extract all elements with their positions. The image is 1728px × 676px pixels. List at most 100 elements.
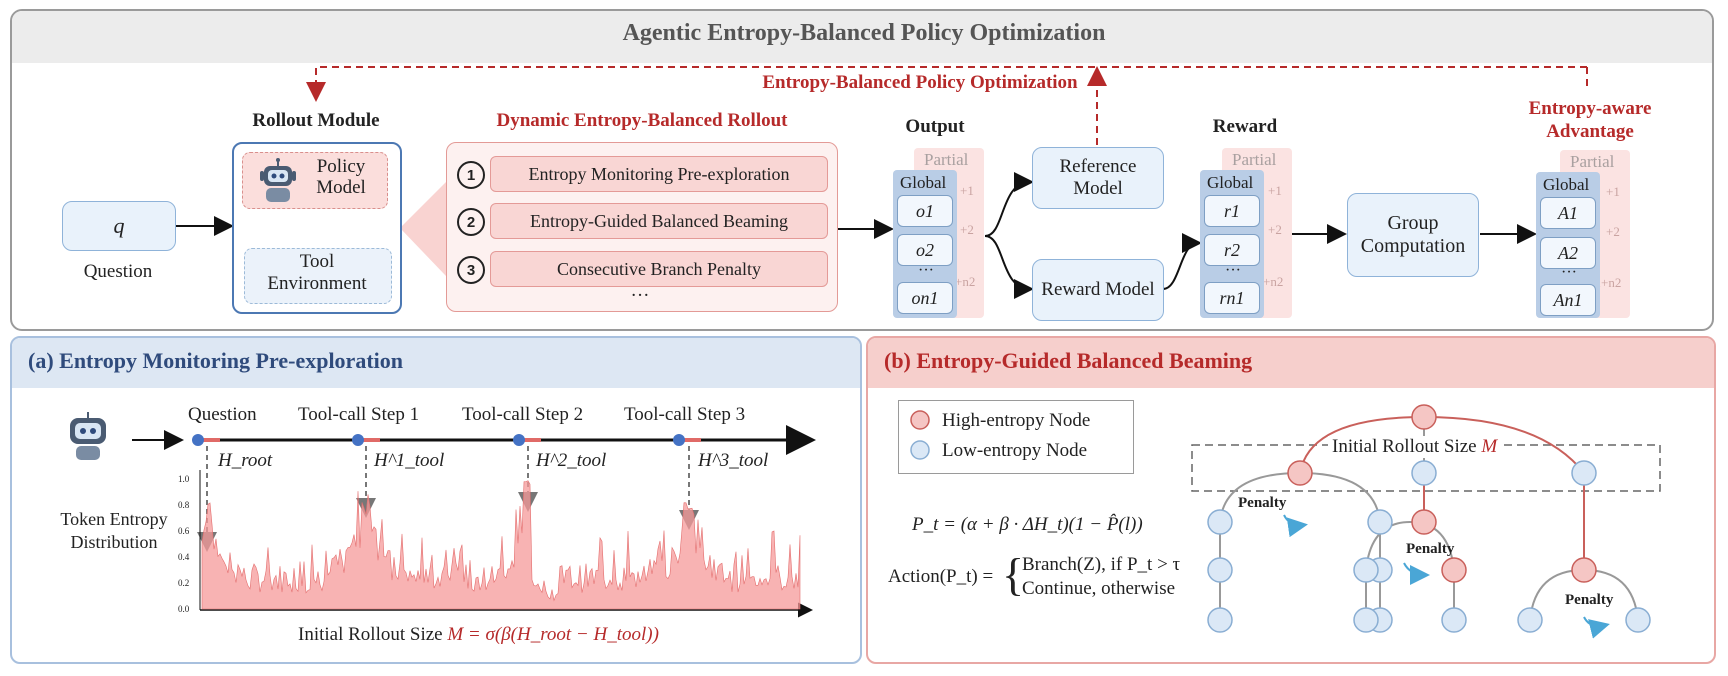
low-entropy-node <box>1207 557 1233 583</box>
high-entropy-node <box>1287 460 1313 486</box>
y-tick: 0.2 <box>178 578 190 588</box>
step-2-badge: 2 <box>457 208 485 236</box>
low-entropy-node <box>1441 607 1467 633</box>
advantage-partial: Partial <box>1570 152 1615 171</box>
reward-item: rn1 <box>1204 282 1260 314</box>
tree-nodes <box>1207 404 1651 633</box>
y-tick: 0.6 <box>178 526 190 536</box>
output-title: Output <box>905 116 965 137</box>
high-entropy-node <box>1411 509 1437 535</box>
y-tick: 0.4 <box>178 552 190 562</box>
low-entropy-node <box>1207 607 1233 633</box>
high-entropy-node <box>1441 557 1467 583</box>
faint-mark: +2 <box>1606 224 1620 239</box>
output-partial: Partial <box>924 150 969 169</box>
panel-b <box>866 336 1716 664</box>
legend-high-entropy: High-entropy Node <box>942 410 1091 431</box>
low-entropy-node <box>1207 509 1233 535</box>
faint-mark: +2 <box>960 222 974 237</box>
entropy-label-root: H_root <box>218 450 273 471</box>
feedback-line <box>306 66 1587 102</box>
question-label: Question <box>83 261 153 282</box>
action-case-continue: Continue, otherwise <box>1022 578 1176 599</box>
advantage-global: Global <box>1543 175 1590 194</box>
legend-low-entropy: Low-entropy Node <box>942 440 1088 461</box>
output-item: o2 <box>897 234 953 266</box>
low-entropy-node <box>1571 460 1597 486</box>
output-global: Global <box>900 173 947 192</box>
tool-environment-box <box>244 248 392 304</box>
low-entropy-node <box>1625 607 1651 633</box>
faint-mark: +1 <box>960 183 974 198</box>
output-item: on1 <box>897 282 953 314</box>
advantage-item-ellipsis: ··· <box>1561 264 1577 281</box>
debr-item-1: Entropy Monitoring Pre-exploration <box>490 156 828 192</box>
formula-prefix: Initial Rollout Size <box>298 624 443 645</box>
reward-model-box: Reward Model <box>1032 259 1164 321</box>
panel-b-title: (b) Entropy-Guided Balanced Beaming <box>884 348 1253 373</box>
advantage-item: A1 <box>1540 197 1596 229</box>
output-item-ellipsis: ··· <box>918 262 934 279</box>
formula-expression: M = σ(β(H_root − H_tool)) <box>447 624 659 645</box>
penalty-label: Penalty <box>1406 541 1455 557</box>
robot-icon <box>260 158 296 202</box>
step-label-tool-1: Tool-call Step 1 <box>298 404 420 425</box>
action-case-branch: Branch(Z), if P_t > τ <box>1022 554 1181 575</box>
debr-item-3: Consecutive Branch Penalty <box>490 251 828 287</box>
entropy-label-tool-2: H^2_tool <box>536 450 607 471</box>
ebpo-label: Entropy-Balanced Policy Optimization <box>762 72 1078 93</box>
entropy-area <box>201 480 801 610</box>
high-entropy-node-icon <box>910 410 930 430</box>
main-title: Agentic Entropy-Balanced Policy Optimiza… <box>622 20 1106 46</box>
entropy-label-tool-1: H^1_tool <box>374 450 445 471</box>
step-label-question: Question <box>188 404 257 425</box>
y-tick: 1.0 <box>178 474 190 484</box>
reward-item: r1 <box>1204 195 1260 227</box>
group-computation-box: Group Computation <box>1347 193 1479 277</box>
rollout-connector-triangle <box>400 182 446 276</box>
pt-formula: P_t = (α + β · ΔH_t)(1 − P̂(l)) <box>912 514 1143 535</box>
initial-rollout-label: Initial Rollout Size M <box>1328 436 1502 458</box>
rollout-module-title: Rollout Module <box>252 110 380 131</box>
faint-mark: +2 <box>1268 222 1282 237</box>
agent-robot-icon <box>70 412 106 460</box>
top-panel-header <box>12 11 1712 63</box>
step-3-badge: 3 <box>457 256 485 284</box>
reward-item-ellipsis: ··· <box>1225 262 1241 279</box>
faint-mark: +1 <box>1268 183 1282 198</box>
advantage-item: A2 <box>1540 237 1596 269</box>
panel-a-header <box>12 338 860 388</box>
advantage-title: Entropy-aware Advantage <box>1528 98 1652 142</box>
entropy-series <box>201 480 801 610</box>
low-entropy-node-icon <box>910 440 930 460</box>
high-entropy-node <box>1411 404 1437 430</box>
debr-more: ··· <box>630 285 650 306</box>
initial-rollout-text: Initial Rollout Size <box>1332 436 1477 457</box>
low-entropy-node <box>1353 557 1379 583</box>
penalty-label: Penalty <box>1565 592 1614 608</box>
question-box: q <box>62 201 176 251</box>
legend <box>898 400 1134 474</box>
reward-partial: Partial <box>1232 150 1277 169</box>
high-entropy-node <box>1571 557 1597 583</box>
entropy-timeline <box>70 412 816 618</box>
reward-global: Global <box>1207 173 1254 192</box>
reward-title: Reward <box>1212 116 1278 137</box>
initial-rollout-formula: Initial Rollout Size M = σ(β(H_root − H_… <box>298 624 659 646</box>
step-label-tool-2: Tool-call Step 2 <box>462 404 584 425</box>
step-1-badge: 1 <box>457 161 485 189</box>
policy-model-label: Policy Model <box>316 156 366 198</box>
faint-mark: +1 <box>1606 184 1620 199</box>
debr-title: Dynamic Entropy-Balanced Rollout <box>496 110 788 131</box>
penalty-label: Penalty <box>1238 495 1287 511</box>
debr-item-2: Entropy-Guided Balanced Beaming <box>490 203 828 239</box>
panel-b-header <box>868 338 1714 388</box>
low-entropy-node <box>1411 460 1437 486</box>
y-tick: 0.0 <box>178 604 190 614</box>
entropy-label-tool-3: H^3_tool <box>698 450 769 471</box>
low-entropy-node <box>1353 607 1379 633</box>
low-entropy-node <box>1367 509 1393 535</box>
reward-item: r2 <box>1204 234 1260 266</box>
initial-rollout-var: M <box>1481 436 1498 457</box>
cases-brace: { <box>1002 549 1025 600</box>
